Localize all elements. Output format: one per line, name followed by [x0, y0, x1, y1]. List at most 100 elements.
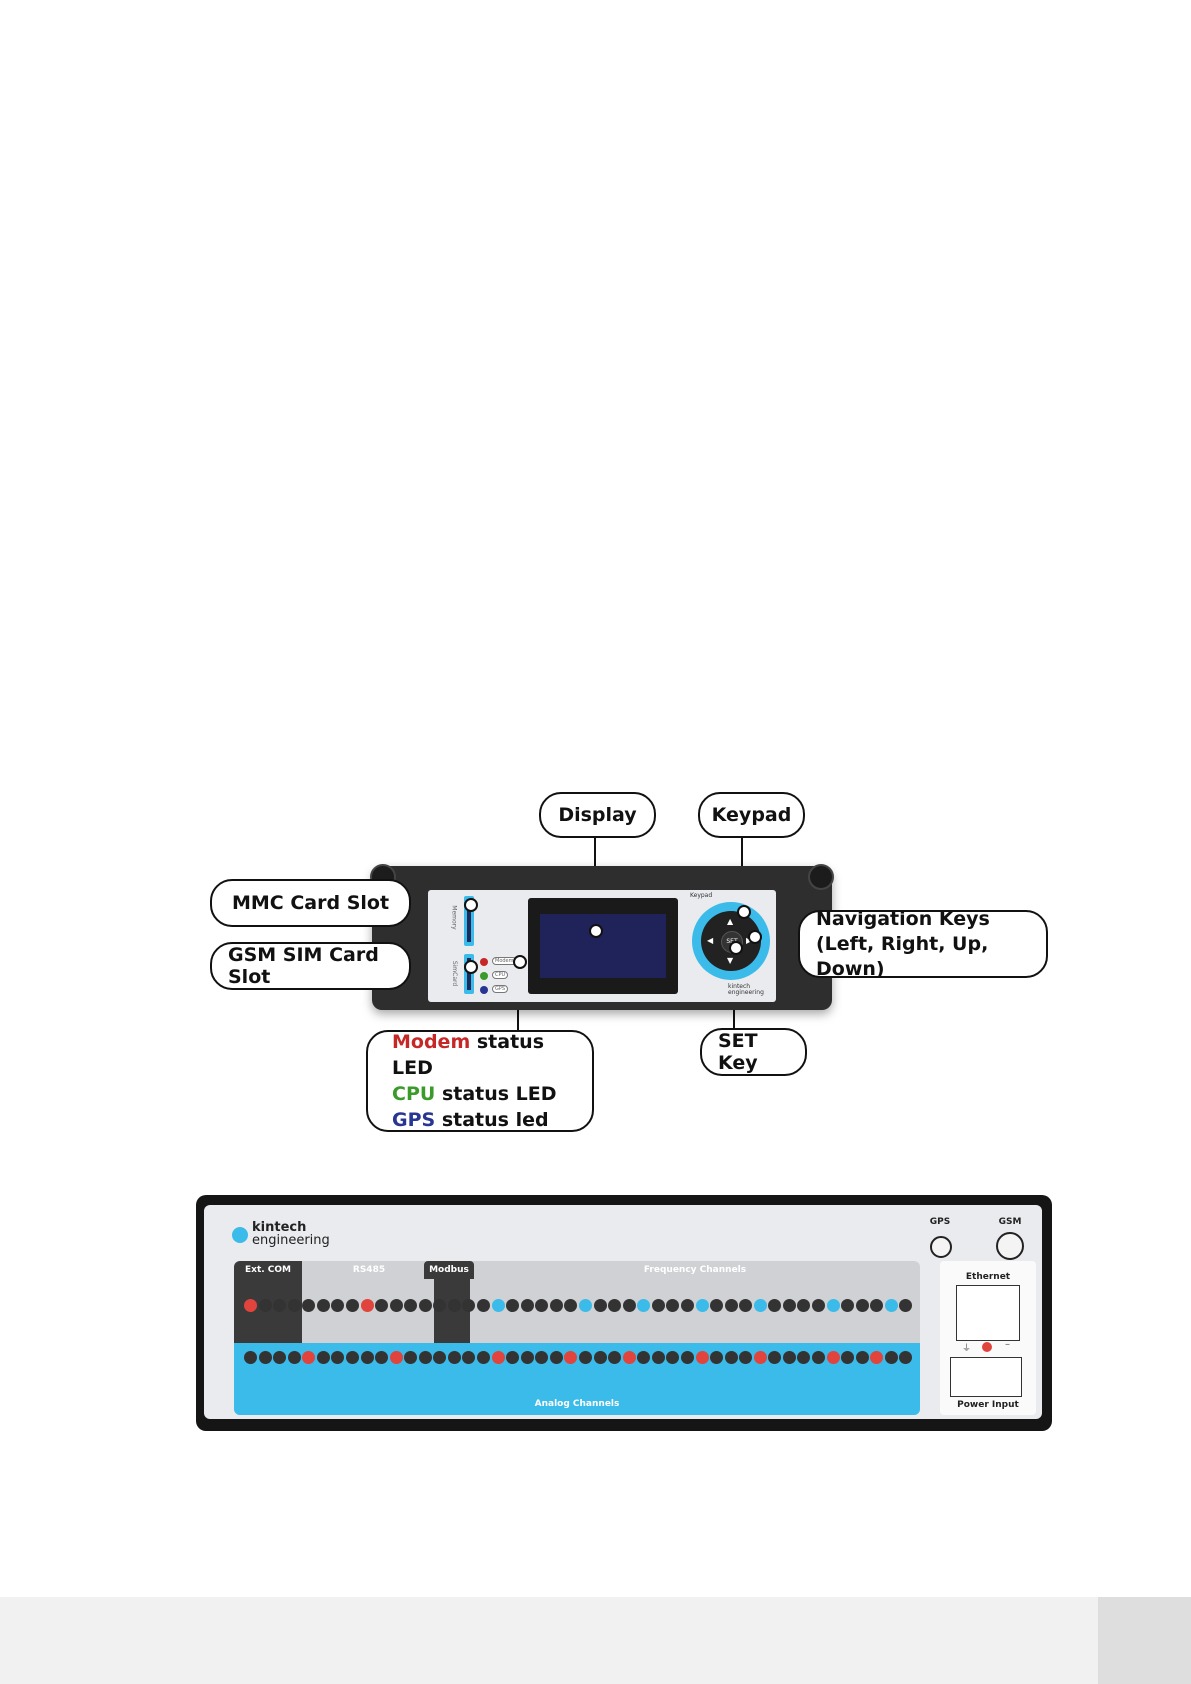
marker-leds [513, 955, 527, 969]
terminal-pin [418, 1299, 432, 1312]
terminal-pin [447, 1351, 461, 1364]
terminal-pin [870, 1351, 884, 1364]
callout-keypad: Keypad [698, 792, 805, 838]
mmc-slot[interactable] [464, 896, 474, 946]
terminal-pin [855, 1351, 869, 1364]
up-key-icon[interactable]: ▲ [727, 917, 734, 926]
terminal-pin [331, 1299, 345, 1312]
front-brand: kintech engineering [728, 984, 764, 996]
keypad-label: Keypad [690, 892, 713, 899]
power-minus-icon: – [1005, 1339, 1010, 1350]
power-port [950, 1357, 1022, 1397]
terminal-pin [273, 1351, 287, 1364]
terminal-pin [535, 1299, 549, 1312]
terminal-pin [360, 1351, 374, 1364]
terminal-pin [447, 1299, 461, 1312]
terminal-pin [375, 1299, 389, 1312]
callout-display: Display [539, 792, 656, 838]
terminal-pin [884, 1299, 898, 1312]
terminal-pin [433, 1299, 447, 1312]
terminal-pin [244, 1299, 257, 1312]
terminal-pin [477, 1351, 491, 1364]
terminal-pin [724, 1299, 738, 1312]
terminal-pin [812, 1299, 826, 1312]
terminal-pin [287, 1299, 301, 1312]
terminal-pin [593, 1351, 607, 1364]
power-input-label: Power Input [957, 1400, 1019, 1410]
left-key-icon[interactable]: ◀ [707, 936, 714, 945]
terminal-pin [477, 1299, 491, 1312]
callout-status-leds: Modem status LED CPU status LED GPS stat… [366, 1030, 594, 1132]
terminal-pin [797, 1299, 811, 1312]
terminal-pin [797, 1351, 811, 1364]
lcd-display [528, 898, 678, 994]
ground-icon: ⏚ [962, 1344, 972, 1354]
marker-nav [748, 930, 762, 944]
terminal-pin [389, 1299, 403, 1312]
back-brand-line2: engineering [252, 1233, 330, 1248]
footer-page-tab [1098, 1597, 1191, 1684]
terminal-pin [739, 1351, 753, 1364]
front-panel-device: Memory SimCard Modem CPU GPS Keypad ▲ ▼ … [370, 864, 834, 1010]
terminal-pin [753, 1299, 767, 1312]
callout-set-key: SET Key [700, 1028, 807, 1076]
terminal-pin [345, 1299, 359, 1312]
led-line-cpu: CPU status LED [392, 1081, 557, 1107]
ethernet-port [956, 1285, 1020, 1341]
simcard-label: SimCard [451, 960, 459, 987]
terminal-pin [404, 1351, 418, 1364]
terminal-pin [549, 1351, 563, 1364]
gsm-label: GSM [998, 1217, 1022, 1227]
footer-band [0, 1597, 1191, 1684]
terminal-pin [462, 1299, 476, 1312]
terminal-pin [695, 1299, 709, 1312]
gps-connector [930, 1236, 952, 1258]
terminal-pin [593, 1299, 607, 1312]
terminal-pin [710, 1351, 724, 1364]
terminal-pin [506, 1299, 520, 1312]
power-plus-icon [982, 1342, 992, 1352]
terminal-pin [579, 1299, 592, 1312]
terminal-pin [782, 1351, 796, 1364]
down-key-icon[interactable]: ▼ [727, 956, 734, 965]
marker-sim [464, 960, 478, 974]
callout-mmc-card-slot: MMC Card Slot [210, 879, 411, 927]
terminal-pin [375, 1351, 389, 1364]
memory-label: Memory [450, 905, 458, 930]
terminal-pin [651, 1351, 665, 1364]
terminal-pin [899, 1299, 913, 1312]
frequency-channels-label: Frequency Channels [643, 1265, 747, 1275]
led-cpu-tag: CPU [492, 971, 509, 979]
marker-set [729, 941, 743, 955]
terminal-pin [739, 1299, 753, 1312]
terminal-pin [826, 1299, 840, 1312]
ext-com-label: Ext. COM [244, 1265, 292, 1275]
terminal-pin [491, 1351, 505, 1364]
terminal-pin [768, 1299, 782, 1312]
terminal-pin [855, 1299, 869, 1312]
nav-line1: Navigation Keys [816, 907, 990, 930]
terminal-pin [258, 1299, 272, 1312]
terminal-pin [491, 1299, 505, 1312]
back-brand-line1: kintech [252, 1220, 307, 1235]
terminal-pin [506, 1351, 520, 1364]
terminal-pin [710, 1299, 724, 1312]
terminal-pin [244, 1351, 257, 1364]
terminal-pin [273, 1299, 287, 1312]
terminal-pin [316, 1299, 330, 1312]
back-panel-device: kintech engineering Ext. COM RS485 Modbu… [196, 1195, 1052, 1431]
terminal-pin [579, 1351, 592, 1364]
frequency-pin-row [244, 1299, 914, 1313]
led-gps-rest: status led [441, 1109, 549, 1131]
terminal-pin [564, 1351, 578, 1364]
terminal-area: Ext. COM RS485 Modbus Frequency Channels… [234, 1261, 920, 1415]
marker-mmc [464, 898, 478, 912]
led-cpu-word: CPU [392, 1083, 436, 1105]
terminal-pin [418, 1351, 432, 1364]
terminal-pin [637, 1299, 651, 1312]
terminal-pin [870, 1299, 884, 1312]
analog-pin-row [244, 1351, 914, 1365]
terminal-pin [549, 1299, 563, 1312]
cpu-led [480, 972, 488, 980]
sim-slot[interactable] [464, 954, 474, 994]
